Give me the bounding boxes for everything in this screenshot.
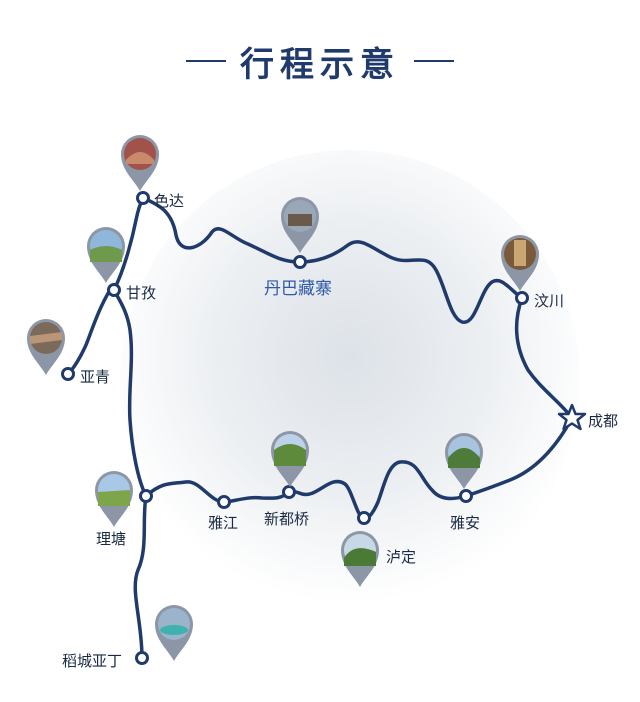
map-pin-photo-icon (86, 226, 126, 284)
stop-marker-xinduqiao (282, 485, 296, 499)
stop-marker-yajiang (217, 495, 231, 509)
stop-marker-yaan (459, 489, 473, 503)
title-left-line (186, 60, 226, 62)
stop-marker-daocheng (135, 651, 149, 665)
stop-marker-seda (136, 191, 150, 205)
map-pin-photo-icon (340, 530, 380, 588)
map-pin-photo-icon (94, 470, 134, 528)
place-label-yaan: 雅安 (450, 514, 481, 532)
place-label-danba: 丹巴藏寨 (264, 279, 332, 299)
route-main (112, 196, 574, 522)
route-branch-yaqing (66, 289, 112, 376)
stop-marker-ganzi (107, 283, 121, 297)
place-label-litang: 理塘 (96, 530, 127, 548)
place-label-yaqing: 亚青 (80, 368, 111, 386)
title-row: 行程示意 (0, 36, 640, 86)
stop-marker-wenchuan (515, 291, 529, 305)
page-title: 行程示意 (240, 44, 400, 85)
map-pin-photo-icon (270, 430, 310, 488)
map-pin-photo-icon (26, 318, 66, 376)
route-branch-daocheng (133, 495, 148, 659)
map-pin-photo-icon (500, 234, 540, 292)
background-haze (120, 150, 580, 610)
place-label-seda: 色达 (154, 192, 185, 210)
title-right-line (414, 60, 454, 62)
star-icon (557, 403, 587, 431)
map-pin-photo-icon (280, 196, 320, 254)
map-pin-photo-icon (444, 432, 484, 490)
stop-marker-luding (357, 511, 371, 525)
place-label-luding: 泸定 (386, 548, 417, 566)
map-pin-photo-icon (120, 134, 160, 192)
place-label-xinduqiao: 新都桥 (264, 510, 310, 528)
place-label-yajiang: 雅江 (208, 514, 239, 532)
stop-marker-danba (293, 255, 307, 269)
place-label-wenchuan: 汶川 (534, 292, 565, 310)
stop-marker-yaqing (61, 367, 75, 381)
map-pin-photo-icon (154, 604, 194, 662)
place-label-daocheng: 稻城亚丁 (62, 652, 123, 670)
place-label-ganzi: 甘孜 (126, 284, 157, 302)
stop-marker-litang (139, 489, 153, 503)
place-label-chengdu: 成都 (588, 412, 619, 430)
